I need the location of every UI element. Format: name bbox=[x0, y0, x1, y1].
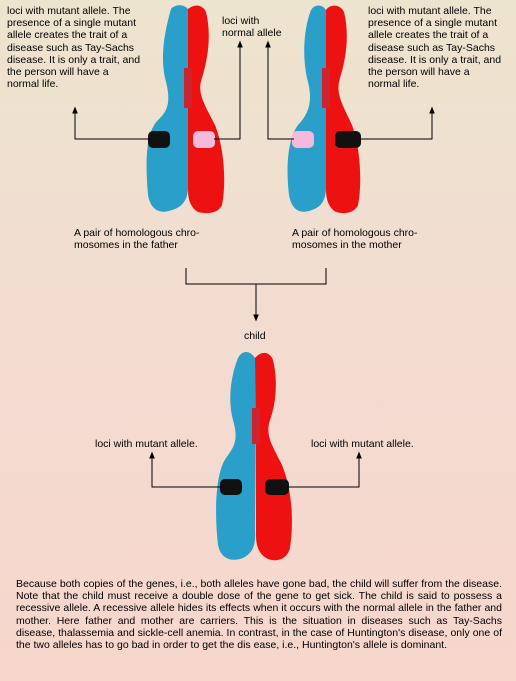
father-mutant-locus bbox=[148, 131, 170, 148]
mother-centromere-stripe bbox=[322, 68, 330, 108]
child-left-mutant-label: loci with mutant allele. bbox=[95, 438, 198, 450]
child-right-arrow bbox=[287, 451, 362, 488]
father-mutant-arrow bbox=[72, 106, 150, 140]
father-mutant-label: loci with mutant allele. The presence of… bbox=[7, 5, 141, 91]
father-centromere-stripe bbox=[184, 68, 192, 108]
child-chromosome bbox=[216, 352, 292, 561]
child-centromere-stripe bbox=[252, 408, 260, 444]
father-red-chromatid bbox=[188, 5, 225, 214]
mother-chromosome-pair bbox=[287, 5, 361, 214]
mother-normal-arrow bbox=[265, 40, 294, 140]
mother-blue-chromatid bbox=[287, 5, 327, 212]
child-left-arrow bbox=[149, 451, 222, 488]
child-label: child bbox=[244, 330, 266, 342]
mother-mutant-arrow bbox=[361, 106, 435, 140]
father-normal-locus bbox=[193, 131, 215, 148]
child-blue-chromatid bbox=[216, 352, 256, 560]
father-pair-caption: A pair of homologous chro-mosomes in the… bbox=[74, 227, 200, 252]
mother-pair-caption: A pair of homologous chro-mosomes in the… bbox=[292, 227, 418, 252]
mother-mutant-label: loci with mutant allele. The presence of… bbox=[368, 5, 502, 91]
child-red-chromatid bbox=[255, 352, 292, 561]
child-right-mutant-label: loci with mutant allele. bbox=[311, 438, 414, 450]
mother-red-chromatid bbox=[326, 5, 361, 214]
father-blue-chromatid bbox=[146, 5, 189, 212]
inheritance-bracket bbox=[185, 268, 327, 318]
explanation-paragraph: Because both copies of the genes, i.e., … bbox=[16, 578, 502, 652]
mother-mutant-locus bbox=[335, 131, 361, 148]
father-chromosome-pair bbox=[146, 5, 225, 214]
father-normal-arrow bbox=[214, 40, 243, 140]
child-left-mutant-locus bbox=[220, 479, 242, 495]
child-right-mutant-locus bbox=[265, 479, 289, 495]
mother-normal-locus bbox=[292, 131, 314, 148]
normal-allele-label: loci with normal allele bbox=[222, 15, 282, 40]
